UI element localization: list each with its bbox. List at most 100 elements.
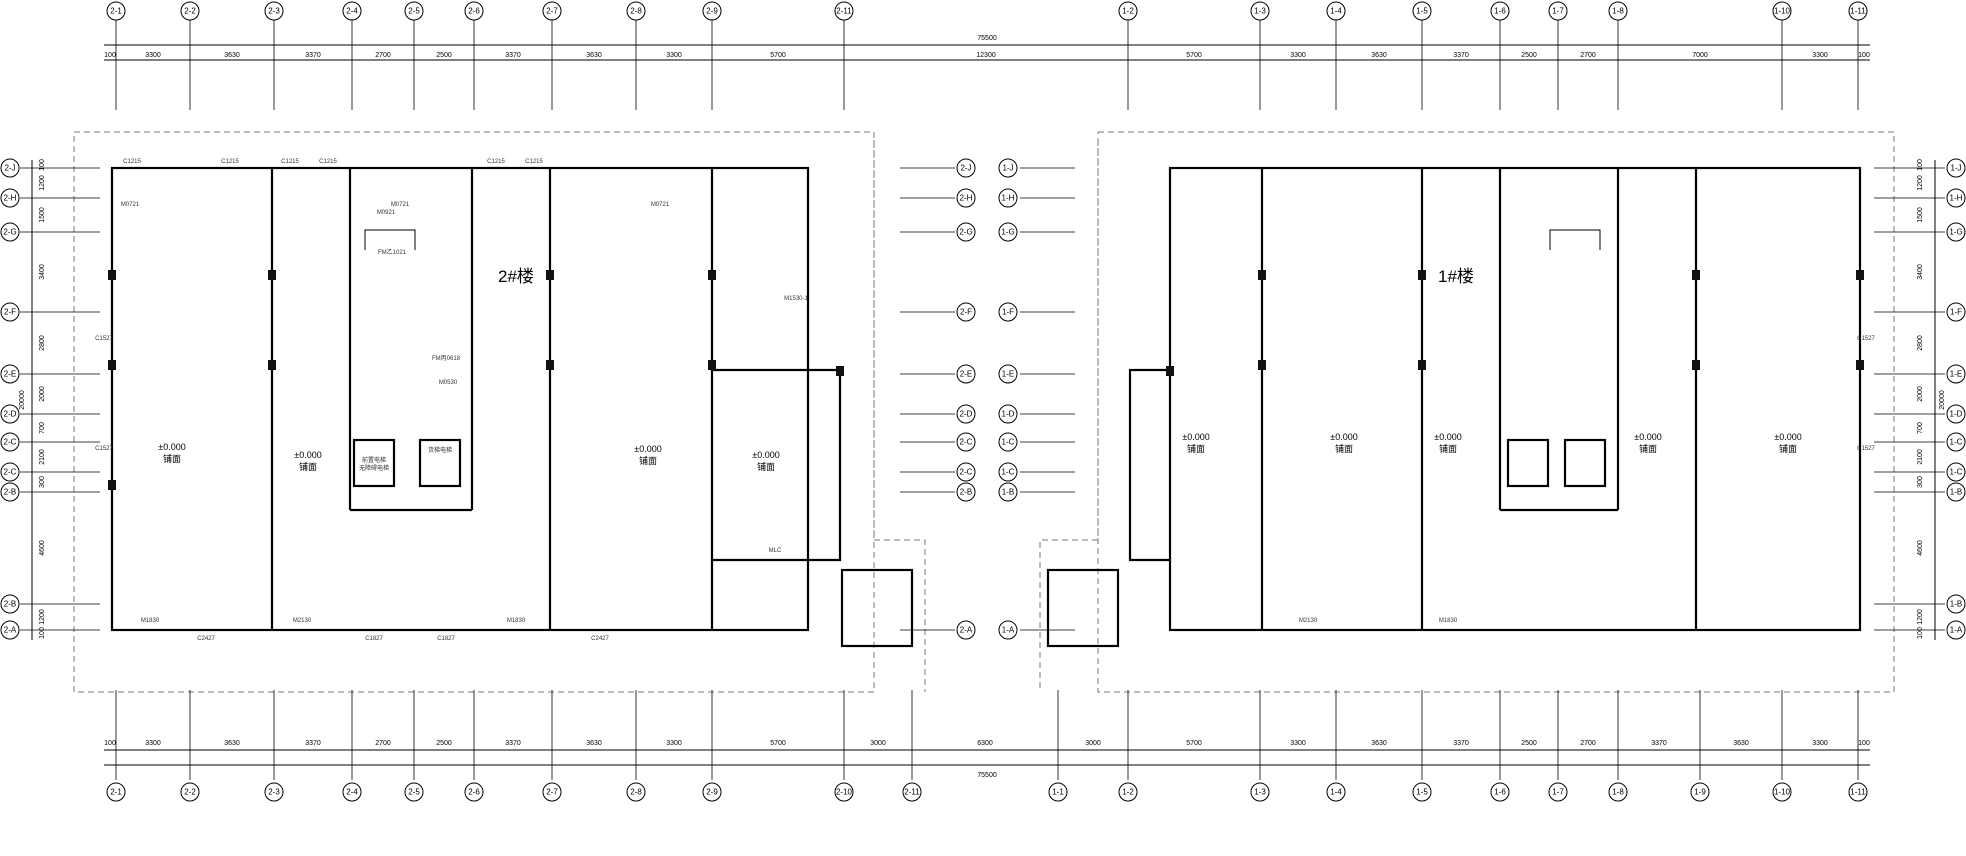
top-grid-bubble: 2-4	[346, 7, 358, 16]
mid-right-axis-bubble-circle	[998, 188, 1018, 208]
top-segment-dimension: 100	[1858, 52, 1870, 59]
right-segment-dimension: 1500	[1917, 207, 1924, 223]
door-label: M1530-1	[784, 296, 808, 302]
elevator-label: 无障碍电梯	[359, 464, 389, 472]
left-axis-bubble-circle	[0, 620, 20, 640]
bottom-segment-dimension: 3300	[145, 740, 161, 747]
mid-left-axis-bubble: 2-G	[959, 228, 972, 237]
bottom-grid-bubble-circle	[1548, 782, 1568, 802]
top-segment-dimension: 3370	[305, 52, 321, 59]
left-segment-dimension: 2800	[39, 335, 46, 351]
bottom-segment-dimension: 3370	[305, 740, 321, 747]
bottom-segment-dimension: 3630	[586, 740, 602, 747]
top-segment-dimension: 3300	[1290, 52, 1306, 59]
mid-left-axis-bubble: 2-D	[960, 410, 973, 419]
top-grid-bubble: 2-9	[706, 7, 718, 16]
window-label: C1527	[1857, 446, 1875, 452]
top-grid-bubble: 2-7	[546, 7, 558, 16]
left-axis-bubble-circle	[0, 222, 20, 242]
window-label: C2427	[591, 636, 609, 642]
window-label: C1215	[281, 159, 299, 165]
door-label: M0721	[121, 202, 140, 208]
mid-right-axis-bubble: 1-C	[1002, 438, 1015, 447]
bottom-segment-dimension: 100	[104, 740, 116, 747]
mid-right-axis-bubble-circle	[998, 404, 1018, 424]
mid-left-axis-bubble-circle	[956, 404, 976, 424]
top-grid-bubble-circle	[106, 1, 126, 21]
bottom-segment-dimension: 3630	[1371, 740, 1387, 747]
building-2-walls	[110, 166, 842, 632]
right-axis-bubble: 1-J	[1950, 164, 1961, 173]
bottom-segment-dimension: 3000	[1085, 740, 1101, 747]
right-segment-dimension: 4600	[1917, 540, 1924, 556]
right-segment-dimension: 300	[1917, 476, 1924, 488]
mid-left-axis-bubble-circle	[956, 158, 976, 178]
mid-right-axis-bubble-circle	[998, 302, 1018, 322]
right-axis-bubble: 1-G	[1949, 228, 1962, 237]
room-level: ±0.000	[1434, 432, 1461, 442]
bottom-segment-dimension: 100	[1858, 740, 1870, 747]
bottom-grid-bubble-circle	[1412, 782, 1432, 802]
bottom-grid-bubble-circle	[1250, 782, 1270, 802]
bottom-grid-bubble: 1-11	[1850, 788, 1866, 797]
bottom-grid-bubble: 2-5	[408, 788, 420, 797]
mid-right-axis-bubble-circle	[998, 620, 1018, 640]
room-name: 铺面	[163, 453, 181, 464]
mid-left-axis-bubble: 2-H	[960, 194, 973, 203]
room-level: ±0.000	[752, 450, 779, 460]
left-axis-bubble-circle	[0, 364, 20, 384]
bottom-total-dimension: 75500	[977, 772, 997, 779]
bottom-segment-dimension: 2700	[1580, 740, 1596, 747]
room-name: 铺面	[299, 461, 317, 472]
door-label: M0530	[439, 380, 458, 386]
left-total-dimension: 20000	[19, 390, 26, 410]
top-grid-bubble-circle	[626, 1, 646, 21]
top-grid-bubble: 1-3	[1254, 7, 1266, 16]
mid-right-axis-bubble: 1-D	[1002, 410, 1015, 419]
bottom-grid-bubble: 2-3	[268, 788, 280, 797]
mid-right-axis-bubble-circle	[998, 462, 1018, 482]
room-level: ±0.000	[158, 442, 185, 452]
mid-right-axis-bubble: 1-E	[1002, 370, 1014, 379]
left-axis-bubble: 2-C	[4, 468, 17, 477]
door-label: MLC	[769, 548, 782, 554]
left-segment-dimension: 2100	[39, 449, 46, 465]
top-grid-bubble-circle	[1250, 1, 1270, 21]
top-segment-dimension: 3300	[145, 52, 161, 59]
mid-left-axis-bubble: 2-F	[960, 308, 972, 317]
left-segment-dimension: 1200	[39, 175, 46, 191]
door-label: M0721	[391, 202, 410, 208]
top-segment-dimension: 12300	[976, 52, 996, 59]
bottom-segment-dimension: 3630	[224, 740, 240, 747]
top-segment-dimension: 2500	[436, 52, 452, 59]
left-axis-bubble: 2-B	[4, 488, 16, 497]
mid-left-axis-bubble: 2-C	[960, 438, 973, 447]
top-grid-bubble-circle	[1548, 1, 1568, 21]
left-axis-bubble: 2-F	[4, 308, 16, 317]
top-grid-bubble-circle	[404, 1, 424, 21]
left-axis-bubble: 2-A	[4, 626, 17, 635]
top-segment-dimension: 3370	[1453, 52, 1469, 59]
top-grid-bubble-circle	[1490, 1, 1510, 21]
bottom-grid-bubble: 1-9	[1694, 788, 1706, 797]
window-label: C1827	[365, 636, 383, 642]
bottom-grid-bubble-circle	[1326, 782, 1346, 802]
room-name: 铺面	[1335, 443, 1353, 454]
mid-right-axis-bubble: 1-B	[1002, 488, 1014, 497]
bottom-grid-bubble-circle	[264, 782, 284, 802]
window-label: C2427	[197, 636, 215, 642]
room-level: ±0.000	[1330, 432, 1357, 442]
right-axis-bubble: 1-C	[1950, 438, 1963, 447]
top-grid-bubble: 1-6	[1494, 7, 1506, 16]
door-label: M1830	[141, 618, 160, 624]
mid-left-axis-bubble-circle	[956, 188, 976, 208]
bottom-segment-dimension: 3370	[505, 740, 521, 747]
right-segment-dimension: 1200	[1917, 609, 1924, 625]
top-grid-bubble: 2-5	[408, 7, 420, 16]
bottom-grid-bubble-circle	[1490, 782, 1510, 802]
room-name: 铺面	[1639, 443, 1657, 454]
right-axis-bubble-circle	[1946, 482, 1966, 502]
mid-left-axis-bubble-circle	[956, 620, 976, 640]
left-axis-bubble-circle	[0, 432, 20, 452]
